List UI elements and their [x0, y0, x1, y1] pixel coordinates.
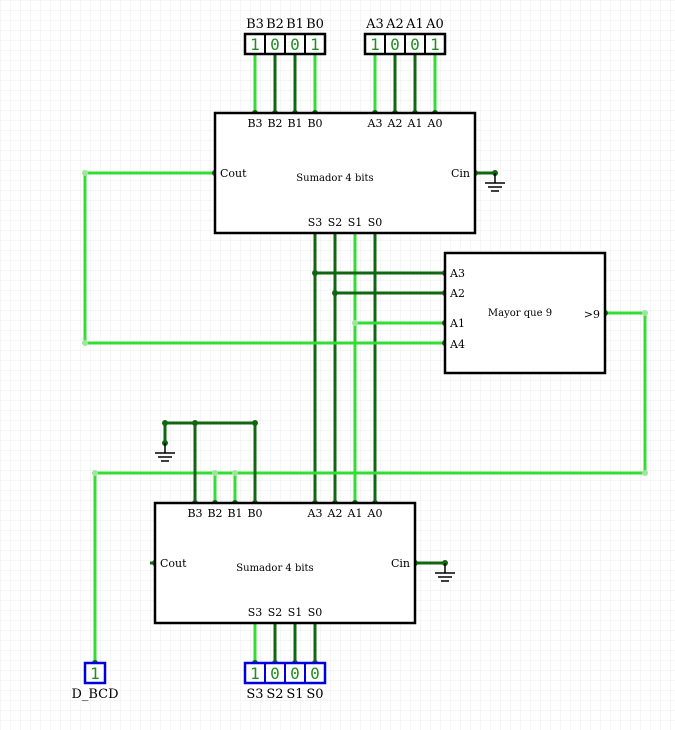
- ground-icon: [425, 561, 455, 582]
- adder-bottom-pin-s1: S1: [288, 606, 303, 619]
- comparator-title: Mayor que 9: [488, 308, 552, 319]
- input-a-bit-1[interactable]: 0: [410, 35, 420, 54]
- output-s-bit-3: 1: [250, 664, 260, 683]
- comparator-pin-a3: A3: [449, 267, 465, 280]
- input-b-bit-3[interactable]: 1: [250, 35, 260, 54]
- output-dbcd-bit: 1: [90, 664, 100, 683]
- output-s-bit-2: 0: [270, 664, 280, 683]
- adder-bottom-pin-a2: A2: [327, 507, 343, 520]
- wire-junction: [232, 470, 238, 476]
- adder-bottom-cout-label: Cout: [160, 557, 187, 570]
- output-s-label-s1: S1: [286, 687, 303, 702]
- input-a-label-a0: A0: [425, 17, 444, 32]
- comparator-body[interactable]: [443, 251, 607, 375]
- adder-bottom-pin-s3: S3: [248, 606, 263, 619]
- wire-junction: [162, 420, 168, 426]
- comparator-output-label: >9: [584, 308, 600, 321]
- input-a-label-a1: A1: [405, 17, 424, 32]
- input-b-register[interactable]: B3 B2 B1 B0 1 0 0 1: [243, 17, 327, 56]
- adder-top-title: Sumador 4 bits: [296, 173, 373, 184]
- input-b-bit-1[interactable]: 0: [290, 35, 300, 54]
- wire-junction: [82, 170, 88, 176]
- output-s-label-s3: S3: [246, 687, 263, 702]
- wire-cout: [83, 171, 445, 345]
- wire-junction: [92, 470, 98, 476]
- wire-junction: [332, 290, 338, 296]
- comparator[interactable]: Mayor que 9 A3 A2 A1 A4 >9: [443, 251, 607, 375]
- output-dbcd: 1 D_BCD: [71, 661, 119, 702]
- adder-bottom[interactable]: Sumador 4 bits Cout Cin B3 B2 B1 B0 A3 A…: [153, 501, 417, 625]
- adder-top-cout-label: Cout: [220, 167, 247, 180]
- adder-bottom-pin-b1: B1: [227, 507, 242, 520]
- wire-junction: [642, 470, 648, 476]
- output-s-bit-0: 0: [310, 664, 320, 683]
- adder-top-pin-a2: A2: [387, 117, 403, 130]
- wire-junction: [192, 420, 198, 426]
- adder-bottom-pin-a3: A3: [307, 507, 323, 520]
- adder-top[interactable]: Sumador 4 bits Cout Cin B3 B2 B1 B0 A3 A…: [213, 111, 477, 235]
- output-s-label-s0: S0: [306, 687, 323, 702]
- adder-top-pin-s0: S0: [368, 216, 383, 229]
- adder-top-pin-b1: B1: [287, 117, 302, 130]
- output-s-label-s2: S2: [266, 687, 283, 702]
- input-b-bit-2[interactable]: 0: [270, 35, 280, 54]
- output-dbcd-frame: [83, 661, 107, 685]
- ground-icon: [155, 443, 175, 462]
- input-a-bit-3[interactable]: 1: [370, 35, 380, 54]
- adder-top-pin-a0: A0: [427, 117, 443, 130]
- comparator-pin-a2: A2: [449, 287, 465, 300]
- adder-bottom-pin-s0: S0: [308, 606, 323, 619]
- adder-bottom-pin-b0: B0: [247, 507, 262, 520]
- input-b-label-b3: B3: [246, 17, 264, 32]
- input-b-label-b2: B2: [266, 17, 284, 32]
- output-dbcd-label: D_BCD: [71, 687, 118, 702]
- input-a-register[interactable]: A3 A2 A1 A0 1 0 0 1: [363, 17, 447, 56]
- adder-top-pin-s3: S3: [308, 216, 323, 229]
- ground-icon: [485, 171, 505, 192]
- wire-junction: [252, 420, 258, 426]
- wire-junction: [642, 310, 648, 316]
- adder-top-pin-s2: S2: [328, 216, 343, 229]
- output-s-bit-1: 0: [290, 664, 300, 683]
- adder-bottom-body[interactable]: [153, 501, 417, 625]
- wire-junction: [82, 340, 88, 346]
- input-b-label-b0: B0: [306, 17, 324, 32]
- output-s-register: 1 0 0 0 S3 S2 S1 S0: [243, 661, 327, 702]
- adder-top-body[interactable]: [213, 111, 477, 235]
- adder-top-pin-s1: S1: [348, 216, 363, 229]
- adder-bottom-title: Sumador 4 bits: [236, 563, 313, 574]
- adder-bottom-pin-a0: A0: [367, 507, 383, 520]
- adder-top-cin-label: Cin: [451, 167, 470, 180]
- input-a-bit-0[interactable]: 1: [430, 35, 440, 54]
- adder-top-pin-a1: A1: [407, 117, 423, 130]
- comparator-pin-a4: A4: [449, 338, 465, 351]
- adder-bottom-pin-b3: B3: [187, 507, 202, 520]
- input-b-bit-0[interactable]: 1: [310, 35, 320, 54]
- comparator-pin-a1: A1: [449, 317, 465, 330]
- input-a-bit-2[interactable]: 0: [390, 35, 400, 54]
- adder-bottom-pin-a1: A1: [347, 507, 363, 520]
- adder-bottom-pin-s2: S2: [268, 606, 283, 619]
- adder-bottom-pin-b2: B2: [207, 507, 222, 520]
- wires: [82, 54, 648, 666]
- adder-top-pin-b0: B0: [307, 117, 322, 130]
- adder-top-pin-a3: A3: [367, 117, 383, 130]
- wire-junction: [312, 270, 318, 276]
- adder-top-pin-b3: B3: [247, 117, 262, 130]
- wire-junction: [212, 470, 218, 476]
- input-a-label-a2: A2: [385, 17, 404, 32]
- adder-top-pin-b2: B2: [267, 117, 282, 130]
- input-a-label-a3: A3: [365, 17, 384, 32]
- adder-bottom-cin-label: Cin: [391, 557, 410, 570]
- wire-junction: [352, 320, 358, 326]
- input-b-label-b1: B1: [286, 17, 304, 32]
